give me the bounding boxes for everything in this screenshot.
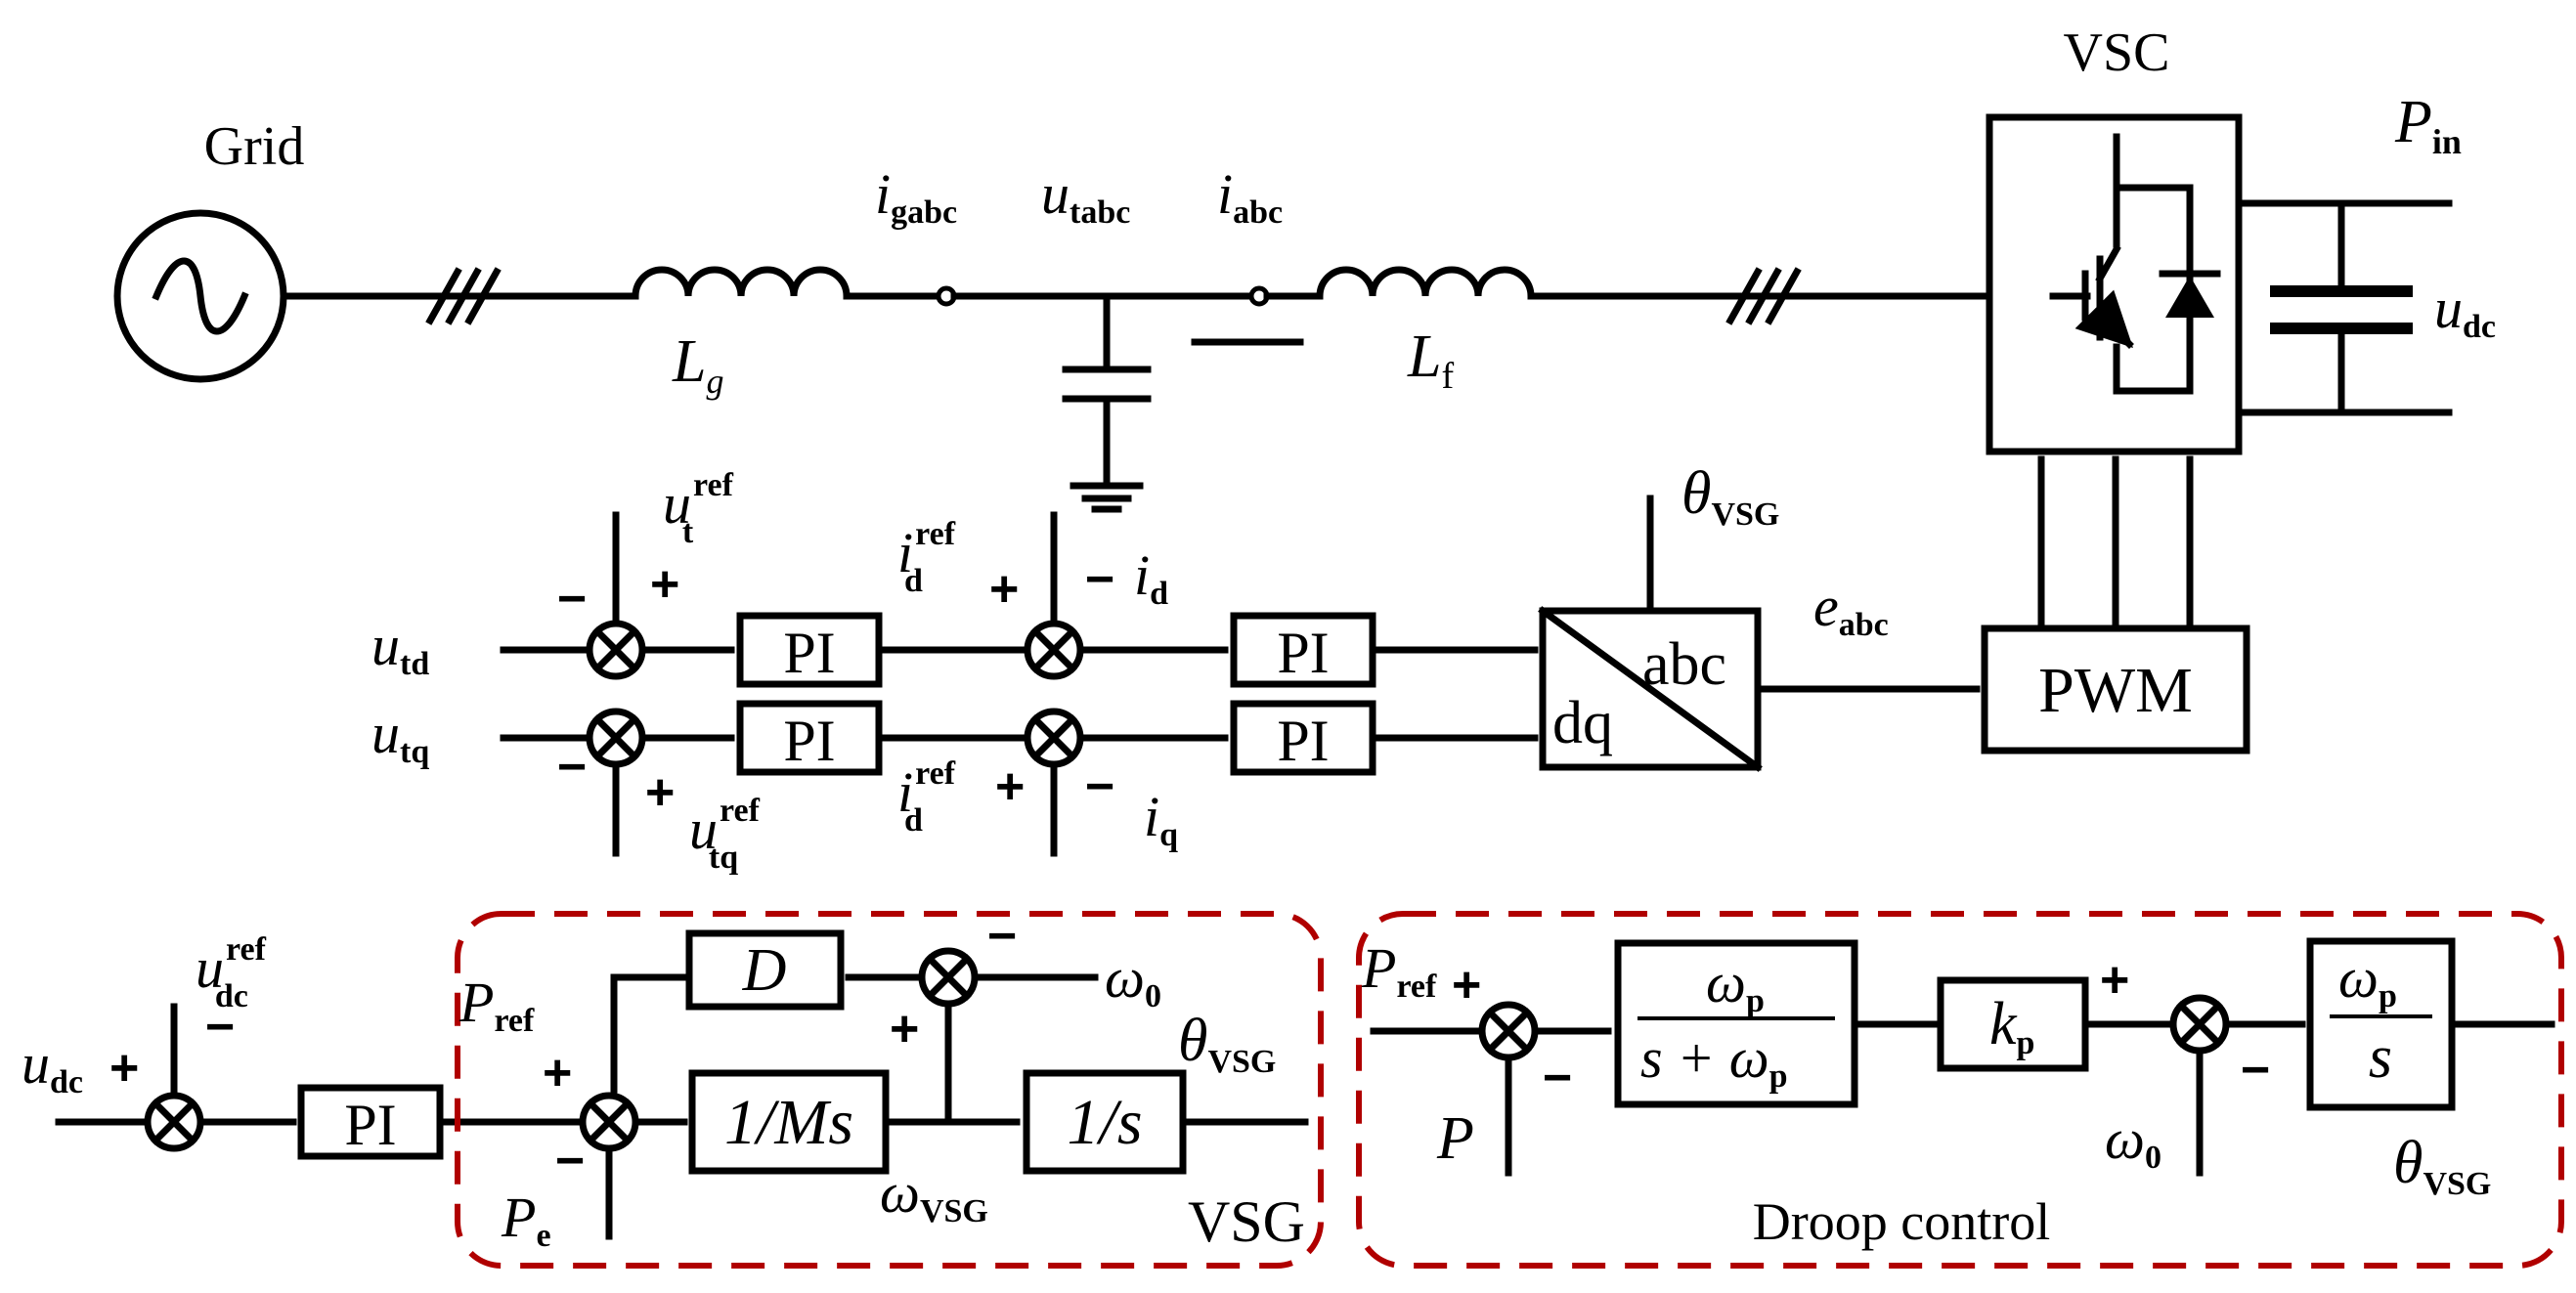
droop-p-label: P	[1436, 1105, 1474, 1172]
int-numerator: ωp	[2338, 946, 2397, 1014]
svg-text:+: +	[543, 1045, 572, 1101]
iq-label: iq	[1144, 785, 1178, 853]
svg-text:+: +	[645, 764, 675, 821]
pi-block-dc	[297, 1084, 444, 1160]
svg-text:PI: PI	[783, 621, 835, 685]
vsg-omega0-label: ω0	[1105, 946, 1161, 1014]
summing-junction-icon	[586, 620, 646, 680]
svg-text:+: +	[1452, 957, 1481, 1013]
vsg-udc-label: udc	[22, 1032, 83, 1100]
grid-label: Grid	[204, 116, 305, 177]
svg-text:−: −	[557, 739, 587, 796]
integrator-block	[1023, 1069, 1187, 1175]
utabc-label: utabc	[1041, 162, 1130, 231]
summing-junction-icon	[2169, 994, 2230, 1055]
iabc-label: iabc	[1217, 162, 1283, 231]
grid-inductor-icon	[632, 266, 851, 300]
droop-boundary	[1356, 911, 2564, 1269]
vsc-label: VSC	[2064, 22, 2170, 83]
summing-junction-icon	[1478, 1001, 1539, 1061]
droop-control: Pref + − P ωp s + ωp kp + − ω0	[1356, 911, 2564, 1269]
svg-text:−: −	[557, 571, 587, 627]
svg-text:+: +	[890, 1001, 919, 1057]
pi-block-current-q	[1230, 700, 1376, 776]
droop-title: Droop control	[1753, 1192, 2050, 1251]
summing-junction-icon	[579, 1092, 639, 1152]
svg-text:dq: dq	[1552, 690, 1613, 756]
svg-text:−: −	[1085, 551, 1114, 608]
vsg-pref-label: Pref	[458, 970, 535, 1039]
svg-text:+: +	[650, 556, 679, 613]
droop-integrator-block	[2306, 937, 2456, 1111]
filter-capacitor-icon	[1062, 292, 1152, 485]
svg-text:PWM: PWM	[2038, 655, 2193, 726]
eabc-label: eabc	[1813, 575, 1889, 643]
three-phase-mark-right	[1725, 267, 1802, 325]
vsg-theta-label: θVSG	[1178, 1008, 1276, 1080]
igabc-label: igabc	[875, 162, 957, 231]
vsg-title: VSG	[1188, 1189, 1305, 1254]
svg-text:PI: PI	[344, 1093, 396, 1157]
igbt-diode-icon	[2049, 133, 2221, 395]
svg-text:−: −	[555, 1133, 585, 1189]
lf-label: Lf	[1407, 323, 1454, 397]
svg-text:PI: PI	[1277, 621, 1329, 685]
summing-junction-icon	[1024, 620, 1084, 680]
svg-text:+: +	[995, 758, 1025, 815]
dc-capacitor-icon	[2270, 199, 2413, 416]
omega-vsg-label: ωVSG	[880, 1161, 988, 1229]
summing-junction-icon	[144, 1092, 204, 1152]
utq-label: utq	[371, 702, 429, 770]
svg-text:PI: PI	[783, 709, 835, 773]
svg-text:−: −	[987, 908, 1017, 965]
svg-text:1/Ms: 1/Ms	[724, 1087, 853, 1158]
svg-text:PI: PI	[1277, 709, 1329, 773]
svg-text:abc: abc	[1642, 631, 1726, 698]
svg-text:+: +	[2100, 952, 2129, 1009]
three-phase-mark-left	[425, 267, 502, 325]
kp-label: kp	[1989, 991, 2034, 1061]
svg-text:+: +	[989, 561, 1019, 618]
summing-junction-icon	[586, 708, 646, 768]
svg-text:−: −	[1543, 1050, 1572, 1106]
svg-text:−: −	[2241, 1042, 2270, 1099]
svg-text:−: −	[205, 999, 235, 1056]
id-label: id	[1134, 543, 1168, 612]
utd-label: utd	[371, 614, 429, 682]
theta-vsg-top-label: θVSG	[1681, 460, 1779, 533]
lpf-numerator: ωp	[1706, 951, 1765, 1019]
pin-label: Pin	[2394, 89, 2462, 161]
ground-icon	[1070, 482, 1144, 513]
pi-block-voltage-d	[736, 612, 883, 688]
summing-junction-icon	[918, 947, 979, 1008]
pe-label: Pe	[501, 1185, 551, 1254]
power-stage: Grid Lg Lf igabc utabc iabc	[113, 22, 2496, 513]
vsg-boundary	[455, 911, 1324, 1269]
damping-block	[685, 929, 845, 1011]
summing-junction-icon	[1024, 708, 1084, 768]
pwm-block	[1981, 625, 2250, 754]
pi-block-current-d	[1230, 612, 1376, 688]
udc-label: udc	[2434, 277, 2496, 345]
svg-text:D: D	[742, 937, 787, 1004]
droop-pref-label: Pref	[1361, 936, 1437, 1005]
droop-theta-label: θVSG	[2393, 1130, 2491, 1202]
svg-text:+: +	[109, 1040, 139, 1097]
lg-label: Lg	[672, 328, 723, 401]
int-denominator: s	[2369, 1024, 2392, 1091]
grid-source-icon	[113, 209, 287, 383]
svg-text:−: −	[1085, 758, 1114, 815]
lpf-denominator: s + ωp	[1640, 1026, 1788, 1095]
droop-omega0-label: ω0	[2105, 1107, 2161, 1176]
filter-inductor-icon	[1316, 266, 1535, 300]
svg-text:1/s: 1/s	[1067, 1087, 1142, 1158]
